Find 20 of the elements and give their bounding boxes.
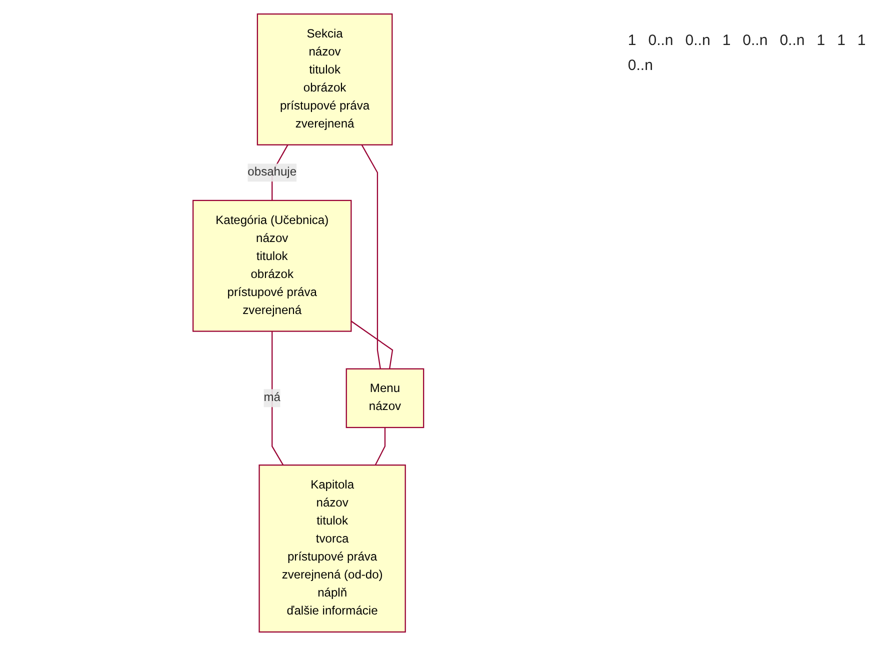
multiplicity-label: 1 [816,32,826,49]
multiplicity-label: 0..n [685,32,710,49]
multiplicity-label: 1 [837,32,846,49]
connector [350,320,393,369]
multiplicity-label: 0..n [648,32,674,49]
multiplicity-label: 0..n [742,32,768,49]
connector [374,428,386,466]
multiplicity-label: 0..n [780,32,805,49]
connector [271,331,284,466]
multiplicity-label: 1 [722,32,731,49]
multiplicity-label: 0..n [628,57,653,74]
edge-label: má [263,391,280,404]
multiplicity-label: 1 [857,32,866,49]
node-box: Kategória (Učebnica) názov titulok obrázok prístupové práva zverejnená [192,200,352,332]
edge-label: obsahuje [247,166,296,179]
multiplicity-label: 1 [628,32,636,49]
node-box: Kapitola názov titulok tvorca prístupové práva zverejnená (od-do) náplň ďalšie informácie [258,464,406,633]
node-box: Sekcia názov titulok obrázok prístupové práva zverejnená [256,13,392,146]
connector [360,144,381,369]
node-box: Menu názov [345,368,424,428]
